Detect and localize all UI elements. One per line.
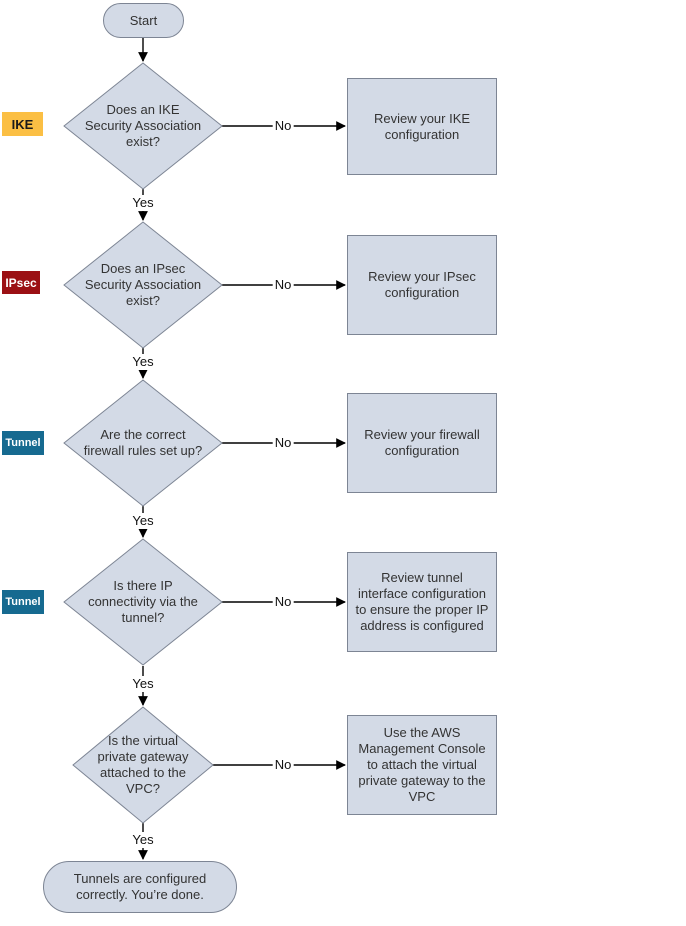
no-label-2: No <box>272 277 294 293</box>
no-label-1: No <box>272 118 294 134</box>
yes-label-3: Yes <box>130 513 156 529</box>
decision-diamond-vgw <box>72 706 214 824</box>
start-node: Start <box>103 3 184 38</box>
no-label-3: No <box>272 435 294 451</box>
yes-label-1: Yes <box>130 195 156 211</box>
no-label-4: No <box>272 594 294 610</box>
yes-label-2: Yes <box>130 354 156 370</box>
decision-label-tunnel-ip: Is there IP connectivity via the tunnel? <box>88 578 198 625</box>
end-node-label: Tunnels are configured correctly. You’re… <box>73 871 207 902</box>
decision-label-vgw: Is the virtual private gateway attached … <box>97 733 189 796</box>
decision-diamond-ike <box>63 62 223 190</box>
yes-label-5: Yes <box>130 832 156 848</box>
end-node: Tunnels are configured correctly. You’re… <box>43 861 237 913</box>
decision-diamond-tunnel-ip <box>63 538 223 666</box>
badge-tunnel-2: Tunnel <box>2 590 44 614</box>
no-label-5: No <box>272 757 294 773</box>
decision-label-ike: Does an IKE Security Association exist? <box>84 102 202 149</box>
action-box-review-firewall: Review your firewall configuration <box>347 393 497 493</box>
badge-ike: IKE <box>2 112 43 136</box>
action-box-review-ipsec: Review your IPsec configuration <box>347 235 497 335</box>
decision-diamond-ipsec <box>63 221 223 349</box>
decision-label-firewall: Are the correct firewall rules set up? <box>83 427 203 458</box>
start-node-label: Start <box>129 12 158 28</box>
badge-tunnel-1: Tunnel <box>2 431 44 455</box>
action-box-review-tunnel: Review tunnel interface configuration to… <box>347 552 497 652</box>
action-box-attach-vgw: Use the AWS Management Console to attach… <box>347 715 497 815</box>
badge-ipsec: IPsec <box>2 271 40 294</box>
yes-label-4: Yes <box>130 676 156 692</box>
decision-label-ipsec: Does an IPsec Security Association exist… <box>84 261 202 308</box>
action-box-review-ike: Review your IKE configuration <box>347 78 497 175</box>
decision-diamond-firewall <box>63 379 223 507</box>
